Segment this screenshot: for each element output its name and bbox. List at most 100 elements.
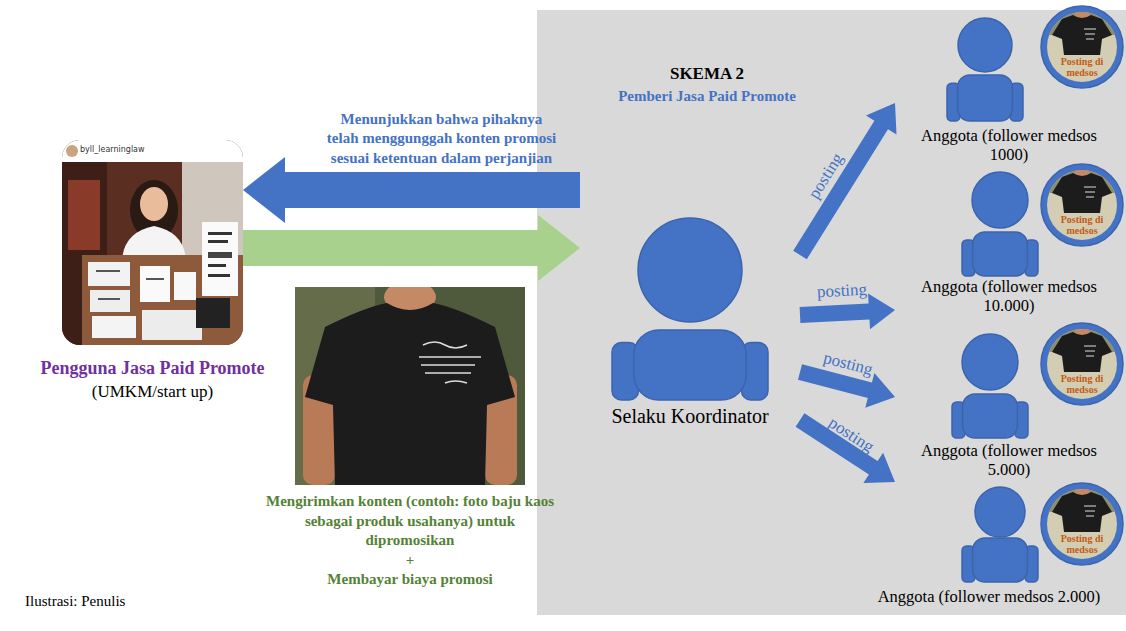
- person-head: [972, 172, 1028, 228]
- posting-label: posting: [804, 149, 847, 202]
- shirt-print: [1084, 506, 1096, 516]
- black-shirt: [196, 298, 230, 328]
- posting-note: Posting di medsos: [1052, 534, 1112, 555]
- circle-photo: [1040, 482, 1124, 566]
- circle-photo: [1040, 163, 1124, 247]
- scheme-panel-ground: [537, 10, 1126, 615]
- credit-note: Ilustrasi: Penulis: [25, 593, 125, 610]
- print-stroke: [445, 381, 467, 383]
- member-label: Anggota (follower medsos 1000): [904, 127, 1114, 165]
- person-head: [638, 218, 742, 322]
- black-tshirt: [1052, 173, 1112, 213]
- member-label: Anggota (follower medsos 10.000): [904, 278, 1114, 316]
- photo-ground: [1040, 5, 1124, 89]
- member-node: Anggota (follower medsos 10.000) Posting …: [895, 160, 1124, 319]
- sign-line: [208, 252, 232, 258]
- arrow-caption: Menunjukkan bahwa pihaknya telah menggun…: [324, 110, 559, 169]
- client-photo-box: Pengguna Jasa Paid Promote(UMKM/start up…: [62, 140, 243, 345]
- posting-circle: Posting di medsos: [1040, 322, 1124, 406]
- person-head: [975, 487, 1025, 537]
- label-stack: Mengirimkan konten (contoh: foto baju ka…: [265, 492, 555, 590]
- account-name: byll_learninglaw: [80, 145, 145, 154]
- folded-shirt: [90, 290, 130, 312]
- block-arrow: [796, 413, 895, 483]
- mug: [140, 266, 170, 302]
- print-stroke: [425, 372, 471, 374]
- member-node: Anggota (follower medsos 1000) Posting di…: [895, 3, 1124, 170]
- block-arrow: [243, 215, 580, 281]
- person-body: [973, 538, 1028, 582]
- posting-circle: Posting di medsos: [1040, 163, 1124, 247]
- member-label: Anggota (follower medsos 2.000): [859, 588, 1119, 607]
- coordinator-node: Selaku Koordinator: [580, 150, 800, 433]
- print-stroke: [421, 364, 475, 366]
- posting-note: Posting di medsos: [1052, 215, 1112, 236]
- photo-ground: [62, 140, 243, 345]
- sign-line: [208, 240, 228, 243]
- member-label: Anggota (follower medsos 5.000): [904, 442, 1114, 480]
- folded-shirt: [88, 262, 130, 286]
- photo-ground: [1040, 482, 1124, 566]
- shirt-print: [419, 342, 481, 383]
- posting-note: Posting di medsos: [1052, 57, 1112, 78]
- circle-ring: [1041, 6, 1123, 88]
- black-tshirt: [1052, 15, 1112, 55]
- print-stroke: [423, 342, 467, 348]
- green-note: Mengirimkan konten (contoh: foto baju ka…: [265, 492, 555, 551]
- posting-label: posting: [821, 348, 874, 380]
- print-line: [146, 278, 164, 280]
- print-stroke: [419, 356, 481, 358]
- post-header: [62, 140, 243, 162]
- posting-label: posting: [816, 279, 867, 302]
- coordinator-label: Selaku Koordinator: [580, 405, 800, 428]
- photo-illustration: [62, 140, 243, 345]
- scheme-subtitle: Pemberi Jasa Paid Promote: [587, 88, 827, 105]
- person-body: [973, 232, 1028, 276]
- white-shirt: [122, 226, 186, 260]
- member-node: Anggota (follower medsos 5.000) Posting d…: [895, 322, 1124, 483]
- block-arrow: [243, 157, 580, 223]
- sign-line: [208, 264, 226, 267]
- sign-board: [202, 222, 238, 296]
- circle-ring: [1041, 164, 1123, 246]
- scheme-panel: SKEMA 2 Pemberi Jasa Paid PromoteSelaku K…: [537, 10, 1126, 615]
- client-title: Pengguna Jasa Paid Promote: [2, 358, 303, 379]
- posting-circle: Posting di medsos: [1040, 482, 1124, 566]
- circle-ring: [1041, 483, 1123, 565]
- posting-label: posting: [825, 412, 878, 456]
- photo-ground: [1040, 163, 1124, 247]
- black-tshirt: [305, 303, 515, 485]
- folded-shirt: [142, 310, 202, 340]
- frame-inner: [68, 180, 100, 250]
- person-body: [634, 330, 746, 400]
- posting-circle: Posting di medsos: [1040, 5, 1124, 89]
- avatar: [66, 145, 78, 157]
- green-note: Membayar biaya promosi: [265, 570, 555, 590]
- circle-photo: [1040, 322, 1124, 406]
- circle-photo: [1040, 5, 1124, 89]
- face: [140, 187, 168, 221]
- folded-shirt: [92, 316, 136, 338]
- person-head: [958, 18, 1012, 72]
- sign-line: [208, 274, 230, 277]
- person-head: [962, 334, 1018, 390]
- shirt-print: [1084, 29, 1096, 39]
- tshirt-photo: [295, 287, 525, 485]
- scheme-title: SKEMA 2: [587, 64, 827, 84]
- block-arrow: [793, 103, 896, 259]
- print-line: [98, 298, 120, 300]
- shirt-print: [1084, 346, 1096, 356]
- photo-ground: [295, 287, 525, 485]
- mug: [174, 272, 196, 300]
- person-body: [963, 394, 1018, 438]
- plus-sign: +: [265, 551, 555, 571]
- print-line: [96, 270, 120, 272]
- sign-line: [208, 232, 232, 235]
- black-tshirt: [1052, 332, 1112, 372]
- circle-ring: [1041, 323, 1123, 405]
- black-tshirt: [1052, 492, 1112, 532]
- posting-note: Posting di medsos: [1052, 374, 1112, 395]
- photo-ground: [1040, 322, 1124, 406]
- shirt-print: [1084, 187, 1096, 197]
